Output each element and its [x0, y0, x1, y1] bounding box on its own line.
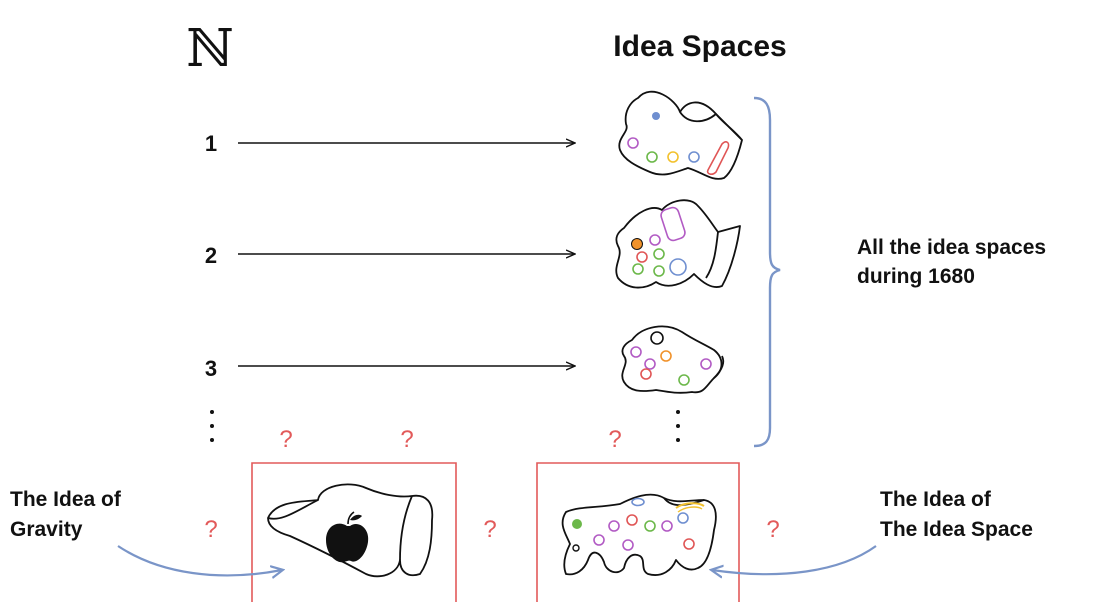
pill-purple — [660, 206, 686, 242]
gravity-arrow — [117, 545, 282, 575]
question-mark: ? — [279, 426, 292, 453]
dot-green — [653, 248, 665, 260]
dot-blue-large — [669, 258, 687, 276]
dot-red — [626, 514, 638, 526]
dot-purple — [622, 539, 634, 551]
dot-green — [644, 520, 656, 532]
numbers-ellipsis — [210, 410, 214, 442]
question-mark: ? — [400, 426, 413, 453]
row-number-3: 3 — [205, 356, 217, 381]
gravity-box — [251, 462, 457, 602]
idea-space-box — [536, 462, 740, 602]
idea-space-shape-2 — [615, 199, 741, 289]
dot-red — [683, 538, 695, 550]
meta-idea-space-shape — [561, 493, 717, 576]
dot-orange — [660, 350, 672, 362]
dot-purple — [608, 520, 620, 532]
question-mark: ? — [204, 516, 217, 543]
dot-red — [640, 368, 652, 380]
spaces-ellipsis — [676, 410, 680, 442]
question-mark: ? — [766, 516, 779, 543]
dot-blue — [677, 512, 689, 524]
dot-purple — [644, 358, 656, 370]
bracket-label-line-1: All the idea spaces — [857, 236, 1046, 259]
dot-blue-filled — [652, 112, 660, 120]
dot-black — [572, 544, 580, 552]
bracket-label-line-2: during 1680 — [857, 265, 975, 288]
pill-red — [706, 141, 730, 175]
left-concept-line-2: Gravity — [10, 518, 83, 541]
question-mark: ? — [608, 426, 621, 453]
naturals-symbol: ℕ — [186, 19, 234, 79]
dot-red — [636, 251, 648, 263]
apple-icon — [326, 511, 369, 563]
dot-green — [653, 265, 665, 277]
dot-purple — [649, 234, 661, 246]
dot-purple — [700, 358, 712, 370]
pill-yellow — [675, 502, 705, 509]
row-number-1: 1 — [205, 131, 217, 156]
idea-space-shape-3 — [621, 325, 725, 394]
row-number-2: 2 — [205, 243, 217, 268]
dot-purple — [593, 534, 605, 546]
idea-space-shape-1 — [618, 90, 743, 180]
dot-purple — [661, 520, 673, 532]
dot-purple — [630, 346, 642, 358]
dot-green-filled — [572, 519, 582, 529]
dot-green — [678, 374, 690, 386]
dot-purple — [627, 137, 639, 149]
curly-bracket — [753, 96, 781, 448]
dot-yellow — [667, 151, 679, 163]
idea-space-arrow — [712, 545, 877, 574]
pill-yellow-inner — [677, 506, 703, 513]
right-concept-line-1: The Idea of — [880, 488, 992, 511]
dot-green — [632, 263, 644, 275]
dot-orange-filled — [631, 238, 643, 250]
idea-spaces-title: Idea Spaces — [613, 30, 786, 63]
question-mark: ? — [483, 516, 496, 543]
dot-blue-oval — [631, 497, 645, 507]
right-concept-line-2: The Idea Space — [880, 518, 1033, 541]
left-concept-line-1: The Idea of — [10, 488, 122, 511]
dot-green — [646, 151, 658, 163]
dot-blue — [688, 151, 700, 163]
dot-black — [650, 331, 664, 345]
